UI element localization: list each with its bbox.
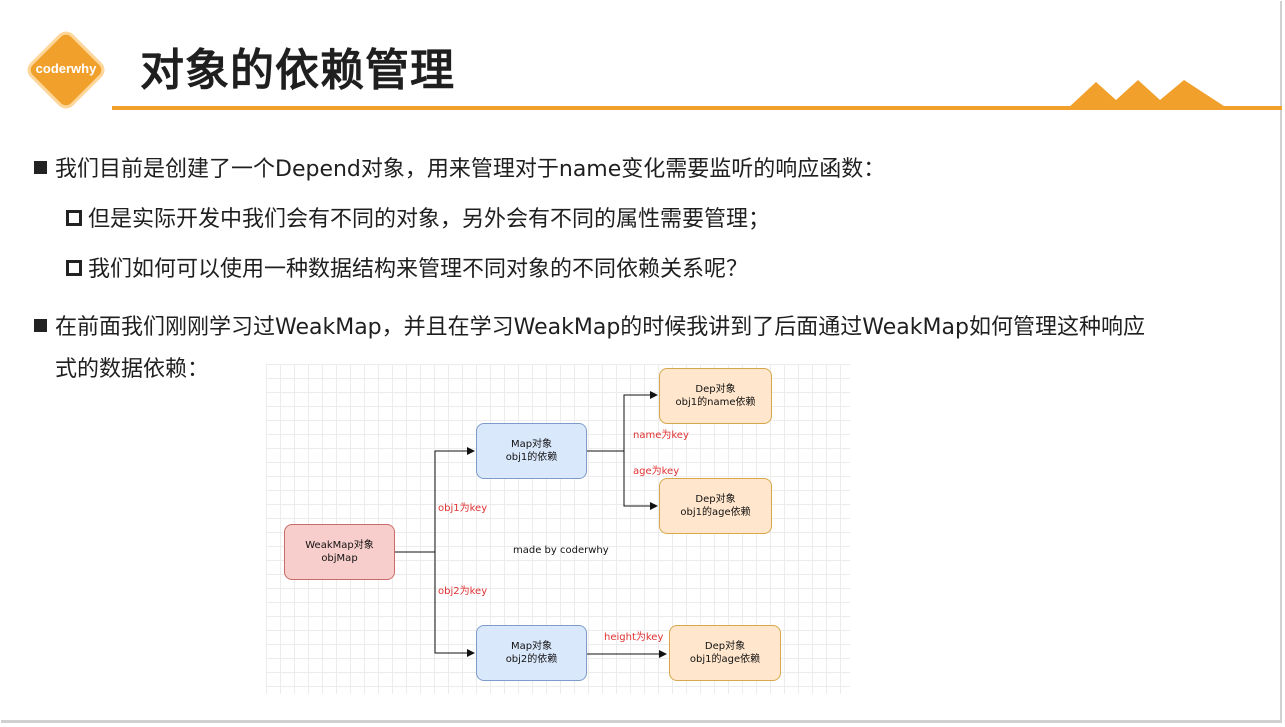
hollow-square-bullet-icon [66, 260, 82, 276]
dep-height-node: Dep对象 obj1的age依赖 [669, 625, 781, 681]
map2-node: Map对象 obj2的依赖 [476, 625, 587, 681]
map1-node-line2: obj1的依赖 [505, 452, 558, 463]
page-title: 对象的依赖管理 [140, 45, 455, 96]
edge-label-obj1: obj1为key [438, 503, 488, 514]
weakmap-node-line1: WeakMap对象 [305, 540, 374, 551]
square-bullet-icon [34, 319, 47, 332]
map2-node-line1: Map对象 [510, 641, 553, 652]
diagram-connectors [394, 391, 667, 658]
edge-label-name: name为key [633, 430, 689, 441]
dependency-diagram: WeakMap对象 objMap Map对象 obj1的依赖 Map对象 obj… [266, 364, 850, 694]
coderwhy-logo: coderwhy [23, 27, 109, 113]
dep-age-node: Dep对象 obj1的age依赖 [659, 478, 772, 534]
weakmap-node: WeakMap对象 objMap [284, 524, 395, 580]
edge-label-height: height为key [604, 632, 664, 643]
bullet-2-text-line2: 式的数据依赖： [55, 357, 210, 382]
bullet-2-line2: 式的数据依赖： [55, 351, 209, 383]
logo-text: coderwhy [35, 61, 97, 76]
bullet-1-2: 我们如何可以使用一种数据结构来管理不同对象的不同依赖关系呢？ [66, 251, 748, 283]
dep-height-node-line2: obj1的age依赖 [689, 654, 761, 665]
title-underline [112, 106, 1282, 110]
dep-age-node-line1: Dep对象 [695, 494, 736, 505]
map1-node-line1: Map对象 [510, 439, 553, 450]
dep-height-node-line1: Dep对象 [704, 641, 746, 652]
bullet-1-2-text: 我们如何可以使用一种数据结构来管理不同对象的不同依赖关系呢？ [88, 257, 749, 282]
map1-node: Map对象 obj1的依赖 [476, 423, 587, 479]
bullet-1-text: 我们目前是创建了一个Depend对象，用来管理对于name变化需要监听的响应函数… [55, 157, 886, 182]
bullet-2: 在前面我们刚刚学习过WeakMap，并且在学习WeakMap的时候我讲到了后面通… [34, 309, 1145, 341]
mountain-decoration-icon [1066, 80, 1230, 110]
edge-label-age: age为key [633, 466, 680, 477]
dep-age-node-line2: obj1的age依赖 [680, 507, 751, 518]
bullet-2-text-line1: 在前面我们刚刚学习过WeakMap，并且在学习WeakMap的时候我讲到了后面通… [55, 315, 1145, 340]
map2-node-line2: obj2的依赖 [505, 654, 558, 665]
bullet-1: 我们目前是创建了一个Depend对象，用来管理对于name变化需要监听的响应函数… [34, 151, 885, 183]
bullet-1-1-text: 但是实际开发中我们会有不同的对象，另外会有不同的属性需要管理； [88, 207, 771, 232]
diagram-credit: made by coderwhy [513, 545, 609, 556]
dep-name-node: Dep对象 obj1的name依赖 [659, 368, 772, 424]
bullet-1-1: 但是实际开发中我们会有不同的对象，另外会有不同的属性需要管理； [66, 201, 770, 233]
square-bullet-icon [34, 161, 47, 174]
weakmap-node-line2: objMap [321, 553, 358, 564]
hollow-square-bullet-icon [66, 210, 82, 226]
edge-label-obj2: obj2为key [438, 586, 488, 597]
dep-name-node-line1: Dep对象 [695, 384, 736, 395]
dep-name-node-line2: obj1的name依赖 [675, 397, 756, 408]
